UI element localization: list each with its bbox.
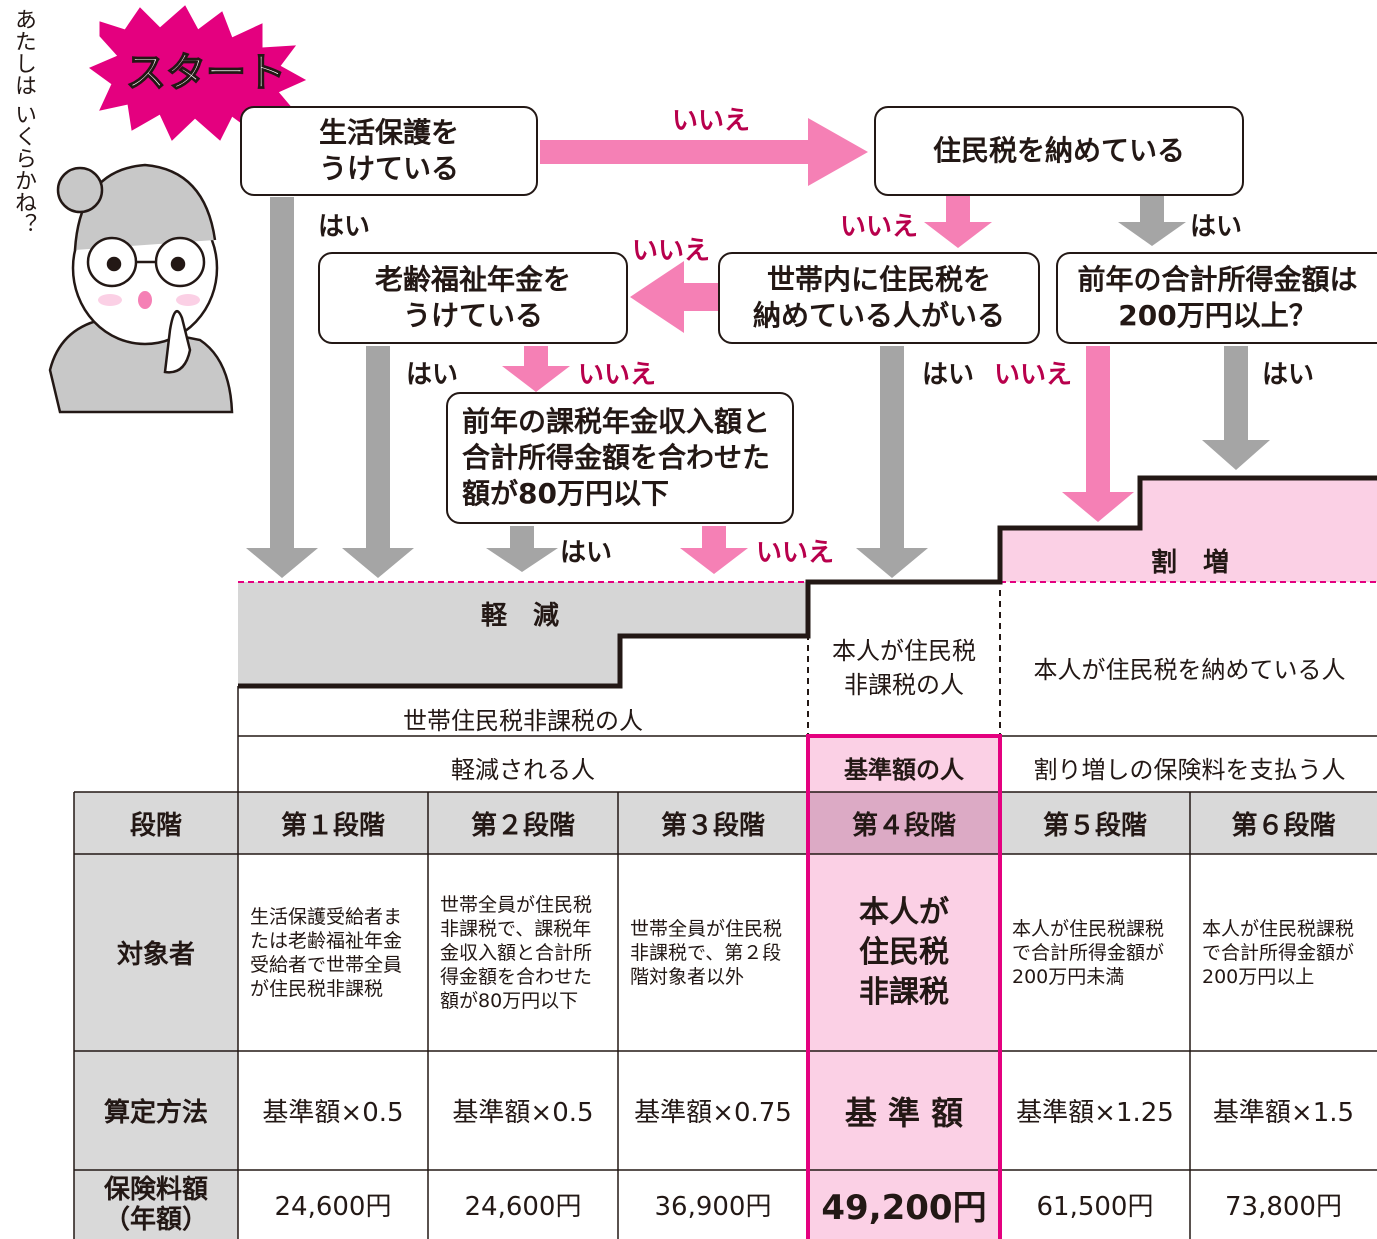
method-cell: 基 準 額 [844,1093,964,1132]
arrow-down-icon [246,197,318,578]
band-self-nontax-line-1: 本人が住民税 [832,637,976,665]
arrow-down-icon [1062,346,1134,522]
method-cell: 基準額×1.25 [1016,1098,1174,1128]
amount-cell: 61,500円 [1036,1192,1154,1222]
target-cell: 生活保護受給者または老齢福祉年金受給者で世帯全員が住民税非課税 [250,905,403,1000]
label-no: いいえ [994,360,1073,390]
yes-arrows [246,195,1270,578]
method-cell: 基準額×1.5 [1212,1098,1355,1128]
q-income200-line-2: 200万円以上？ [1118,299,1317,332]
reduced-band [238,582,808,686]
band-increased-title: 割 増 [1150,548,1229,578]
arrow-down-icon [680,526,748,574]
q-household-line-1: 世帯内に住民税を [766,263,991,296]
q-80-line-3: 額が80万円以下 [462,477,669,510]
amount-cell: 24,600円 [464,1192,582,1222]
q-household: 世帯内に住民税を 納めている人がいる [718,252,1040,344]
q-pays-tax: 住民税を納めている [874,106,1244,196]
start-badge: スタート [126,51,286,95]
q-welfare-line-2: うけている [318,152,459,185]
arrow-left-icon [630,261,718,333]
arrow-right-icon [540,118,868,186]
amount-cell: 36,900円 [654,1192,772,1222]
q-80-line-2: 合計所得金額を合わせた [462,441,771,474]
label-no: いいえ [756,538,835,568]
band-increased-people: 割り増しの保険料を支払う人 [1033,756,1346,784]
speech-line-2: いくらかね？ [11,103,36,235]
label-no: いいえ [578,360,657,390]
stage-header: 第５段階 [1042,810,1147,841]
label-no: いいえ [632,236,711,266]
row-header-method: 算定方法 [103,1098,208,1128]
arrow-down-icon [924,195,992,248]
arrow-down-icon [856,346,928,578]
stage-header: 第１段階 [280,810,385,841]
arrow-down-icon [342,346,414,578]
stage-header: 第６段階 [1231,810,1336,841]
q-80: 前年の課税年金収入額と 合計所得金額を合わせた 額が80万円以下 [446,392,794,524]
arrow-down-icon [1118,195,1186,246]
method-cell: 基準額×0.75 [634,1098,792,1128]
no-arrows [502,118,1134,574]
label-yes: はい [406,360,459,390]
table-grid [73,734,1377,1239]
label-no: いいえ [672,106,751,136]
amount-cell: 49,200円 [821,1188,987,1228]
label-yes: はい [922,360,975,390]
band-self-tax: 本人が住民税を納めている人 [1033,656,1346,684]
row-header-target: 対象者 [116,940,195,970]
stage-header: 第３段階 [660,810,765,841]
stage-header: 第４段階 [851,810,956,841]
q-pension-line-2: うけている [402,299,543,332]
q-pays-tax-label: 住民税を納めている [932,134,1185,167]
method-cell: 基準額×0.5 [452,1098,594,1128]
speech-bubble: あたしは いくらかね？ [10,8,36,235]
method-cell: 基準額×0.5 [262,1098,404,1128]
grandmother-illustration [48,163,234,414]
q-pension-line-1: 老齢福祉年金を [374,263,571,296]
speech-line-1: あたしは [11,8,36,96]
label-yes: はい [318,212,371,242]
stage-header: 第２段階 [470,810,575,841]
staircase-line [238,475,1377,689]
arrow-down-icon [1202,346,1270,470]
band-self-nontax: 本人が住民税 非課税の人 [810,634,998,702]
increased-band [1000,478,1377,582]
band-base-people: 基準額の人 [844,756,964,784]
target-cell: 世帯全員が住民税非課税で、課税年金収入額と合計所得金額を合わせた額が80万円以下 [440,893,593,1012]
target-cell: 本人が 住民税 非課税 [859,894,949,1010]
label-yes: はい [560,538,613,568]
band-household-nontax: 世帯住民税非課税の人 [403,707,643,735]
amount-cell: 73,800円 [1225,1192,1342,1222]
band-reduced-title: 軽 減 [480,601,559,631]
q-income200-line-1: 前年の合計所得金額は [1077,263,1358,296]
label-yes: はい [1262,360,1315,390]
q-household-line-2: 納めている人がいる [752,299,1005,332]
row-header-stage: 段階 [129,810,182,841]
q-80-line-1: 前年の課税年金収入額と [462,405,771,438]
label-yes: はい [1190,212,1243,242]
band-self-nontax-line-2: 非課税の人 [844,671,964,699]
target-cell: 本人が住民税課税で合計所得金額が200万円未満 [1012,917,1165,988]
target-cell: 本人が住民税課税で合計所得金額が200万円以上 [1202,917,1355,988]
band-reduced-people: 軽減される人 [451,756,595,784]
q-pension: 老齢福祉年金を うけている [318,252,628,344]
q-welfare-line-1: 生活保護を [318,116,459,149]
label-no: いいえ [840,212,919,242]
target-cell: 世帯全員が住民税非課税で、第２段階対象者以外 [630,917,783,988]
q-income200: 前年の合計所得金額は 200万円以上？ [1056,252,1377,344]
amount-cell: 24,600円 [274,1192,392,1222]
arrow-down-icon [486,526,558,572]
row-header-amount: 保険料額 （年額） [103,1174,208,1235]
arrow-down-icon [502,346,570,392]
q-welfare: 生活保護を うけている [240,106,538,196]
